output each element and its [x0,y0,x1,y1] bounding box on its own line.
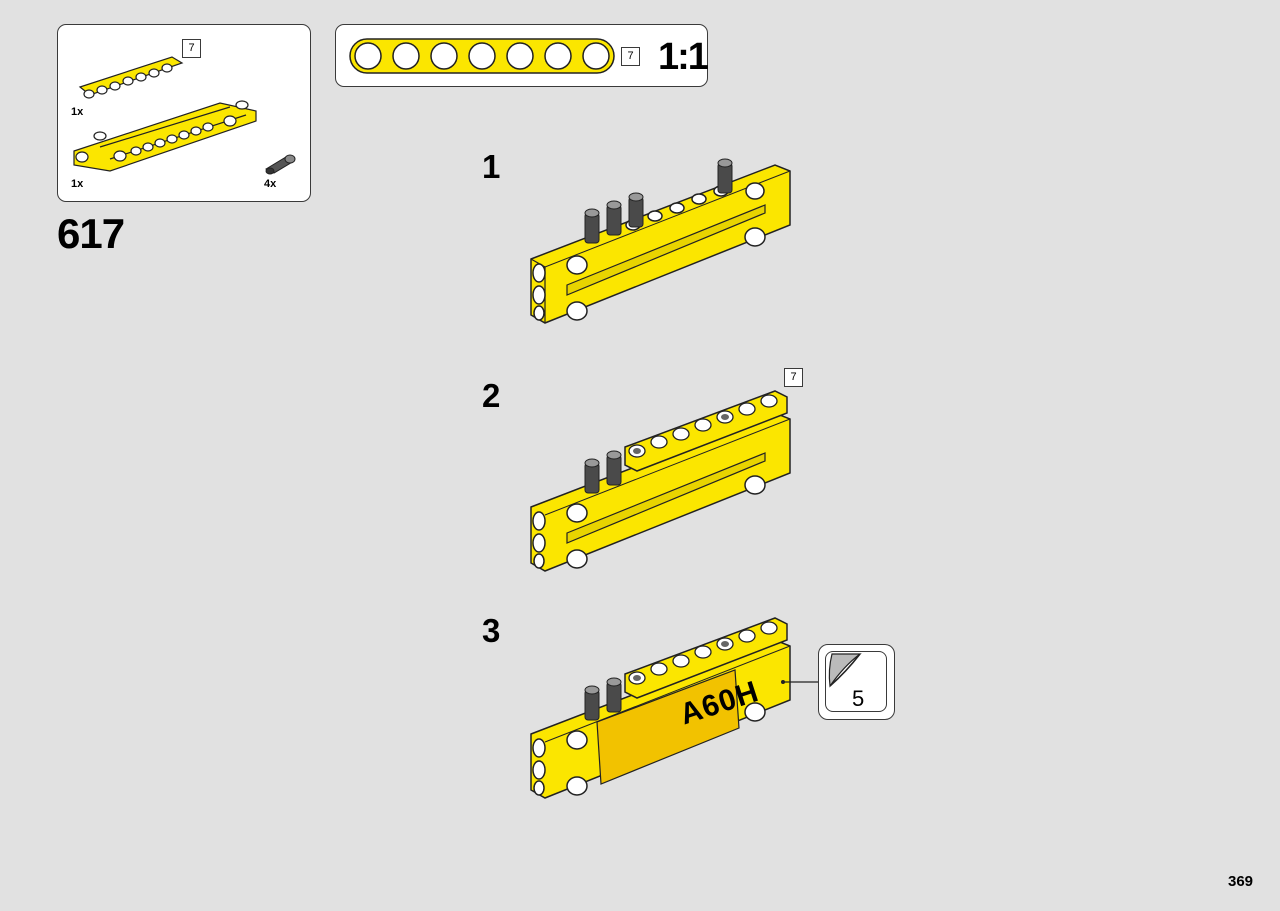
panel-quantity: 1x [71,178,84,190]
sticker-sheet-icon: 5 [825,651,887,712]
panel-plate-icon [73,100,257,172]
sticker-number: 5 [852,686,865,711]
connector-peg-icon [264,154,296,175]
beam-length-label: 7 [182,39,201,58]
beam-quantity: 1x [71,106,84,118]
ruler-length-label: 7 [621,47,640,66]
page-number: 369 [1228,873,1254,890]
sticker-callout: 5 [818,644,895,720]
assembly-step-2-illustration [530,390,791,572]
scale-label: 1:1 [658,36,709,78]
sub-step-2-length-label: 7 [784,368,803,387]
sub-step-number-1: 1 [482,148,501,185]
liftarm-7-icon [78,56,184,99]
assembly-step-3-illustration [530,617,821,799]
sub-step-number-3: 3 [482,612,501,649]
step-number: 617 [57,210,125,257]
scale-ruler-panel: 7 1:1 [335,24,709,87]
assembly-step-1-illustration [530,158,791,324]
parts-list-panel: 7 1x 1x 4x [57,24,311,202]
connector-quantity: 4x [264,178,277,190]
liftarm-1to1-icon [349,38,615,74]
sub-step-number-2: 2 [482,377,501,414]
